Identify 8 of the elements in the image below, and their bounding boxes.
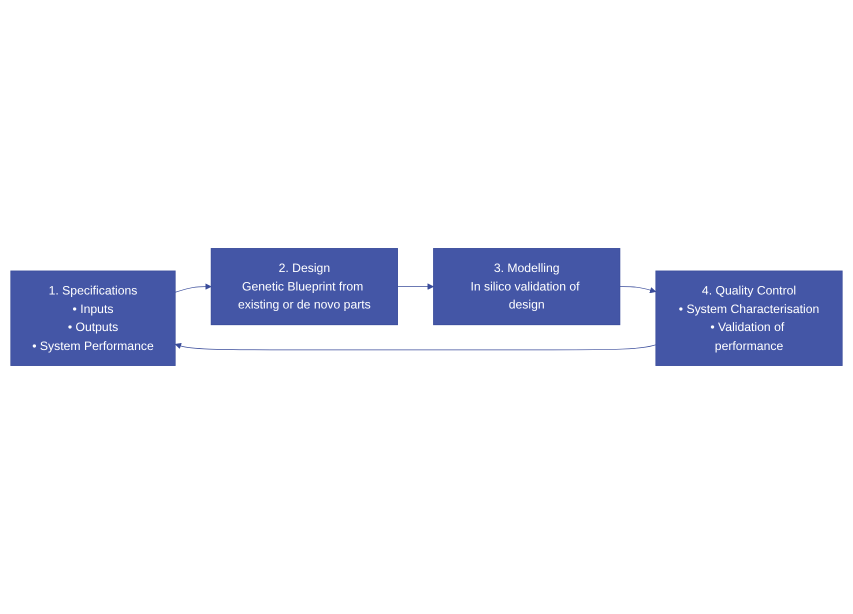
arrow	[620, 286, 656, 294]
arrow	[174, 283, 212, 293]
node-box: 4. Quality Control • System Characterisation • Validation of performance	[655, 270, 843, 366]
node-box: 1. Specifications • Inputs • Outputs • System Performance	[10, 270, 176, 366]
node-box: 3. Modelling In silico validation of design	[433, 248, 620, 326]
arrow	[174, 342, 656, 350]
node-box: 2. Design Genetic Blueprint from existing or de novo parts	[210, 248, 398, 326]
arrow	[397, 283, 434, 290]
